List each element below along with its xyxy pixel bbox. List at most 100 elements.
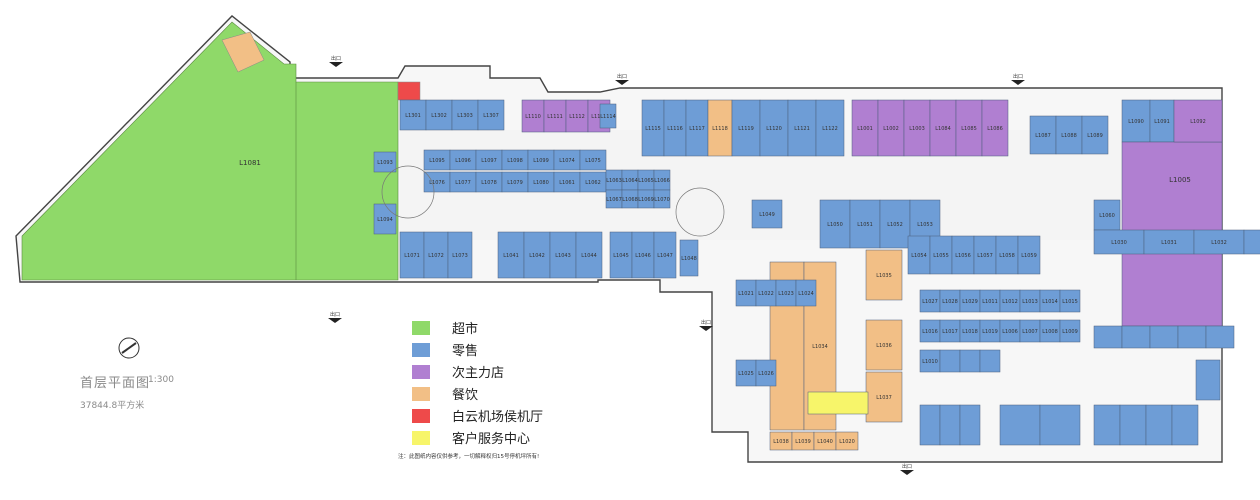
store-unit[interactable]	[979, 349, 1001, 373]
store-unit-label: L1020	[839, 439, 855, 445]
store-unit[interactable]	[1195, 359, 1221, 401]
store-unit-label: L1114	[600, 114, 616, 120]
store-unit[interactable]	[373, 151, 397, 173]
store-unit[interactable]	[851, 99, 879, 157]
store-unit[interactable]	[1039, 404, 1081, 446]
store-unit[interactable]	[399, 231, 425, 279]
store-unit[interactable]	[1093, 325, 1123, 349]
store-unit[interactable]	[1093, 404, 1121, 446]
store-unit[interactable]	[759, 99, 789, 157]
store-unit-label: L1069	[638, 197, 654, 203]
store-unit[interactable]	[1193, 229, 1245, 255]
store-unit[interactable]	[1055, 115, 1083, 155]
store-unit[interactable]	[1121, 325, 1151, 349]
store-unit[interactable]	[423, 231, 449, 279]
store-unit[interactable]	[981, 99, 1009, 157]
store-unit[interactable]	[815, 99, 845, 157]
store-unit-label: L1121	[794, 126, 810, 132]
store-unit-label: L1088	[1061, 133, 1077, 139]
store-unit-label: L1014	[1042, 299, 1058, 305]
store-unit[interactable]	[999, 404, 1041, 446]
store-unit-label: L1035	[876, 273, 892, 279]
store-unit-label: L1038	[773, 439, 789, 445]
store-unit[interactable]	[1017, 235, 1041, 275]
store-unit-label: L1302	[431, 113, 447, 119]
store-unit[interactable]	[1149, 325, 1179, 349]
store-unit[interactable]	[1177, 325, 1207, 349]
store-unit-label: L1120	[766, 126, 782, 132]
store-unit[interactable]	[1029, 115, 1057, 155]
legend-label: 零售	[452, 344, 479, 359]
store-unit[interactable]	[835, 431, 859, 451]
store-unit[interactable]	[447, 231, 473, 279]
store-unit[interactable]	[653, 231, 677, 279]
store-unit-label: L1099	[533, 158, 549, 164]
store-unit-label: L1024	[798, 291, 814, 297]
entrance-marker-icon	[1011, 80, 1025, 85]
store-unit[interactable]	[679, 239, 699, 277]
store-unit[interactable]	[819, 199, 851, 249]
store-unit[interactable]	[939, 349, 961, 373]
store-unit[interactable]	[751, 199, 783, 229]
store-unit-label: L1119	[738, 126, 754, 132]
store-unit[interactable]	[1205, 325, 1235, 349]
store-unit-label: L1113	[591, 114, 607, 120]
store-unit-label: L1010	[922, 359, 938, 365]
store-unit[interactable]	[865, 371, 903, 423]
food-unit-corner[interactable]	[221, 31, 265, 73]
store-unit[interactable]	[653, 189, 671, 209]
store-unit[interactable]	[877, 99, 905, 157]
legend-swatch	[412, 320, 430, 335]
store-unit[interactable]	[807, 391, 869, 415]
store-unit[interactable]	[865, 319, 903, 371]
store-unit-label: L1039	[795, 439, 811, 445]
store-unit[interactable]	[959, 349, 981, 373]
store-unit[interactable]	[1093, 199, 1121, 231]
store-unit[interactable]	[1173, 99, 1223, 143]
store-unit-label: L1050	[827, 222, 843, 228]
entrance-marker-icon	[615, 80, 629, 85]
supermarket-zone[interactable]	[21, 21, 399, 281]
store-unit-label: L1094	[377, 217, 393, 223]
store-unit[interactable]	[497, 231, 525, 279]
store-unit[interactable]	[1119, 404, 1147, 446]
store-unit[interactable]	[599, 103, 617, 129]
store-unit[interactable]	[731, 99, 761, 157]
store-unit-label: L1045	[613, 253, 629, 259]
store-unit[interactable]	[1059, 319, 1081, 343]
airport-lounge-unit[interactable]	[397, 81, 421, 101]
store-unit[interactable]	[919, 404, 941, 446]
store-unit[interactable]	[955, 99, 983, 157]
store-unit[interactable]	[879, 199, 911, 249]
legend-label: 超市	[452, 322, 479, 337]
store-unit[interactable]	[1243, 229, 1260, 255]
store-unit[interactable]	[865, 249, 903, 301]
store-unit[interactable]	[1081, 115, 1109, 155]
store-unit[interactable]	[939, 404, 961, 446]
legend-swatch	[412, 364, 430, 379]
store-unit[interactable]	[849, 199, 881, 249]
store-unit-label: L1074	[559, 158, 575, 164]
store-unit[interactable]	[959, 404, 981, 446]
store-unit[interactable]	[477, 99, 505, 131]
store-unit[interactable]	[707, 99, 733, 157]
store-unit[interactable]	[755, 359, 777, 387]
store-unit-label: L1110	[525, 114, 541, 120]
store-unit[interactable]	[929, 99, 957, 157]
store-unit[interactable]	[523, 231, 551, 279]
store-unit[interactable]	[787, 99, 817, 157]
store-unit[interactable]	[579, 149, 607, 171]
store-unit[interactable]	[1171, 404, 1199, 446]
store-unit[interactable]	[1059, 289, 1081, 313]
store-unit[interactable]	[451, 99, 479, 131]
store-unit[interactable]	[1145, 404, 1173, 446]
store-unit[interactable]	[399, 99, 427, 131]
store-unit[interactable]	[1093, 229, 1145, 255]
atrium-circle-center	[675, 187, 725, 237]
store-unit[interactable]	[1143, 229, 1195, 255]
store-unit-label: L1049	[759, 212, 775, 218]
store-unit[interactable]	[795, 279, 817, 307]
entrance-marker-icon	[900, 470, 914, 475]
store-unit[interactable]	[575, 231, 603, 279]
